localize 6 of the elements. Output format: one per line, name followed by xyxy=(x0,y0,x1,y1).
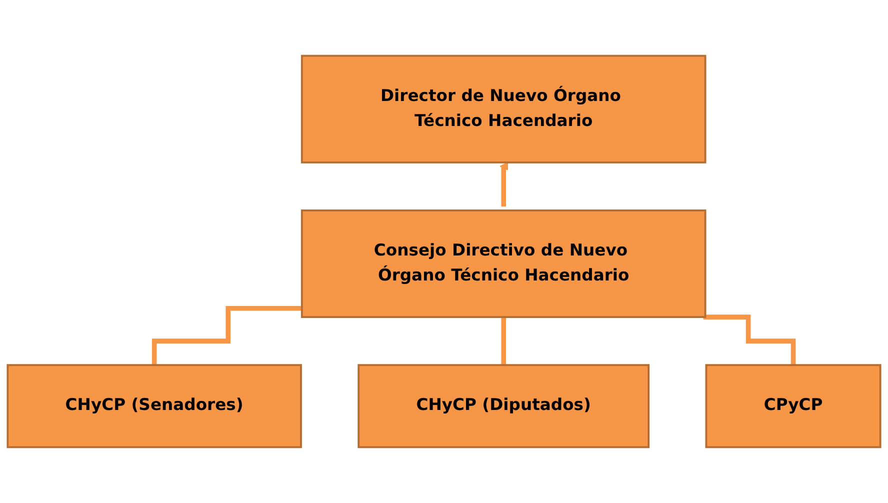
node-box: Consejo Directivo de Nuevo Órgano Técnico Hacendario xyxy=(300,209,706,318)
node-box: CPyCP xyxy=(705,364,882,448)
arrow xyxy=(499,162,508,209)
node-box: CHyCP (Diputados) xyxy=(358,364,650,448)
node-box: Director de Nuevo Órgano Técnico Hacendario xyxy=(300,54,706,164)
node-box: CHyCP (Senadores) xyxy=(6,364,302,448)
